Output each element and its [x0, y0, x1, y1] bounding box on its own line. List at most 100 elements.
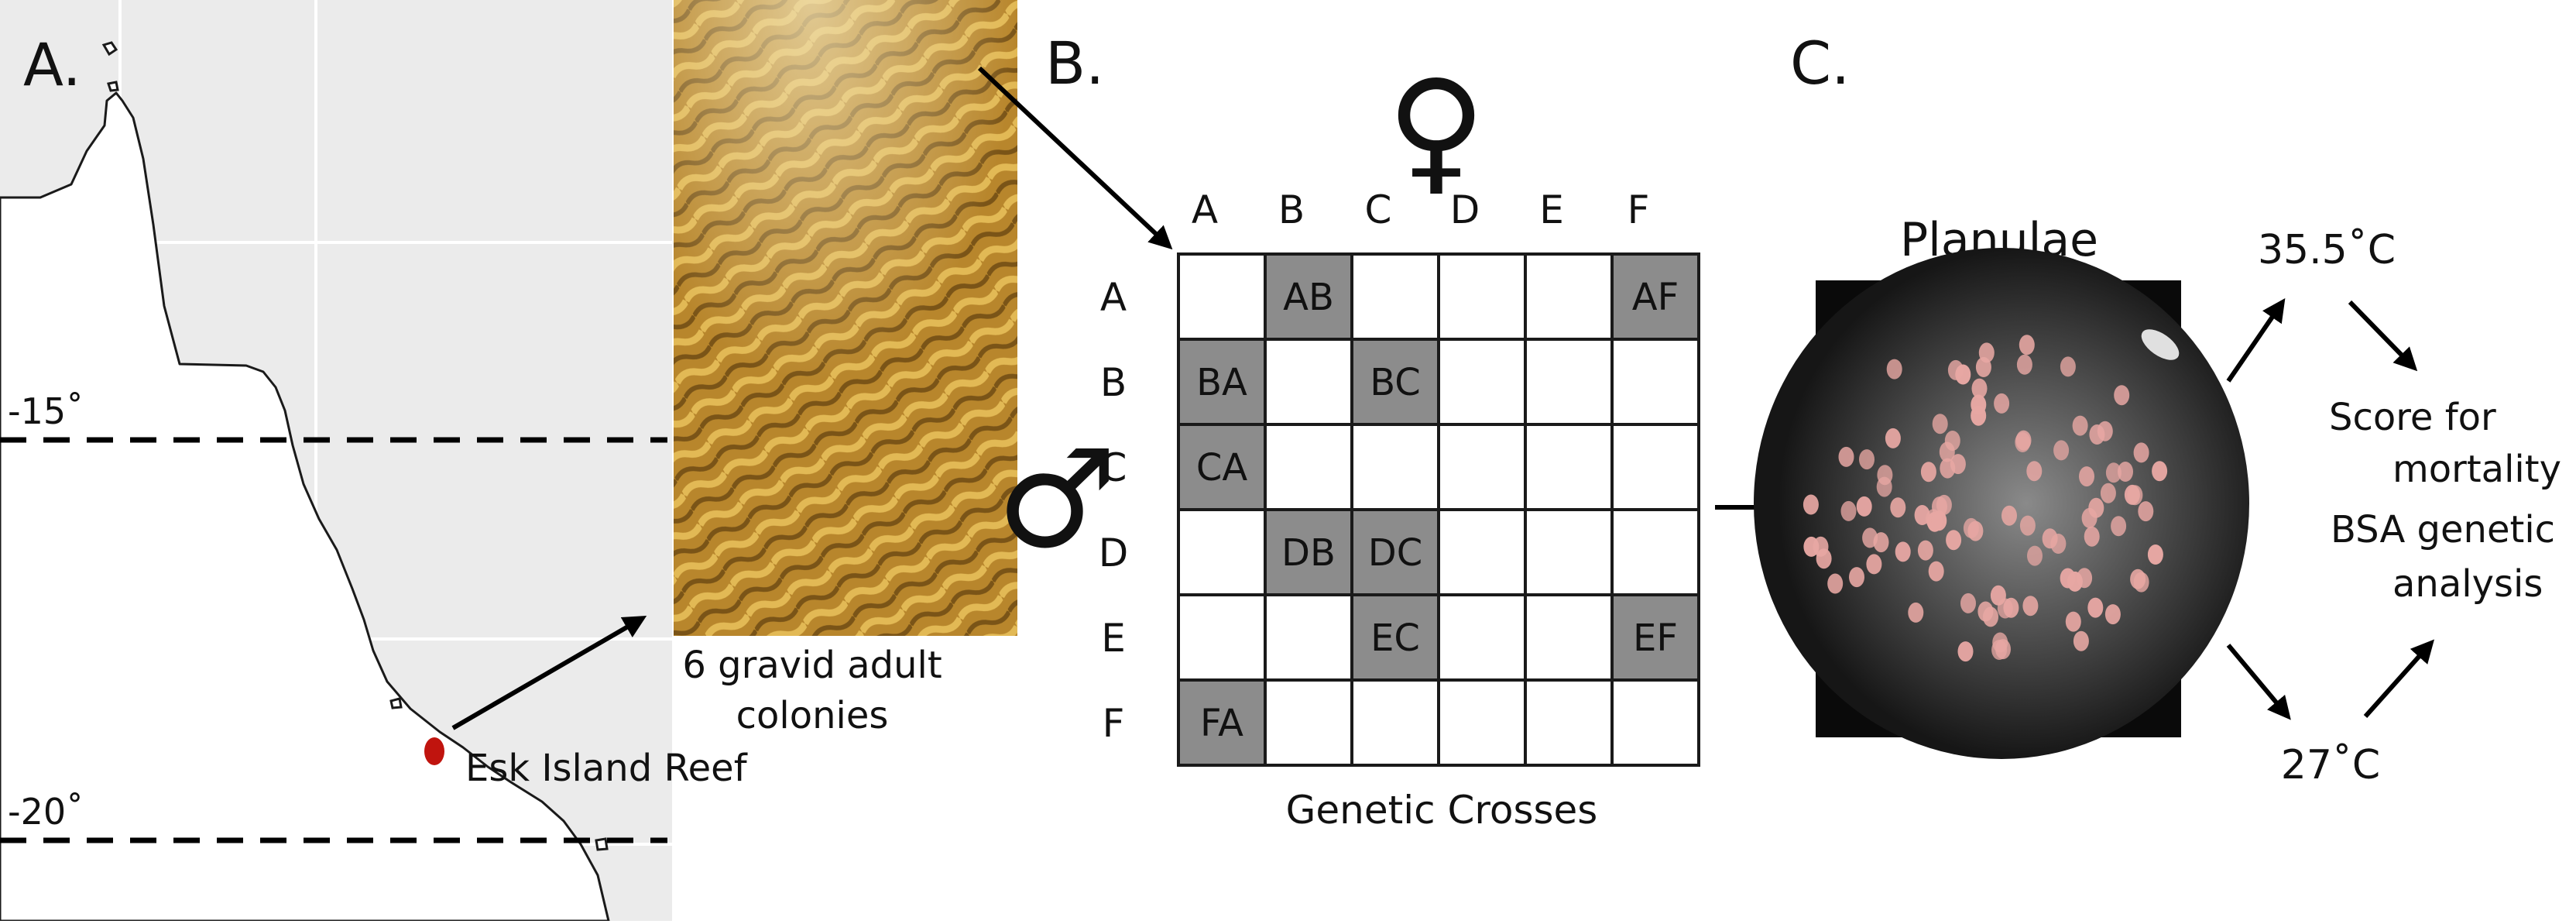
row-label: E: [1101, 616, 1126, 661]
female-symbol: ♀: [1387, 52, 1486, 209]
planula-larva: [1840, 500, 1857, 521]
arrow-low-to-score: [2363, 639, 2435, 719]
cross-cell-empty: [1610, 508, 1700, 596]
planula-larva: [2072, 415, 2088, 436]
planula-larva: [2097, 421, 2113, 441]
score-line-2: mortality: [2392, 448, 2561, 491]
arrow-planulae-to-low: [2226, 644, 2291, 720]
planula-larva: [1932, 414, 1948, 435]
cross-cell-empty: [1524, 423, 1614, 511]
cross-cell-filled: [1177, 423, 1267, 511]
planula-larva: [2053, 440, 2070, 461]
planula-larva: [1838, 446, 1854, 467]
column-label: F: [1628, 187, 1650, 232]
cross-cell-empty: [1437, 508, 1527, 596]
planula-larva: [1944, 431, 1960, 451]
cross-cell-empty: [1264, 423, 1353, 511]
row-label: C: [1100, 445, 1127, 490]
arrow-reef-to-coral: [451, 615, 647, 730]
planula-larva: [1886, 359, 1902, 380]
planula-larva: [2077, 568, 2093, 589]
planula-larva: [1890, 497, 1906, 518]
cross-cell-empty: [1610, 678, 1700, 767]
planula-larva: [2105, 462, 2122, 483]
planula-larva: [1917, 540, 1933, 561]
esk-island-reef-marker: [424, 737, 444, 765]
planula-larva: [2026, 461, 2043, 482]
cross-cell-label: DB: [1281, 531, 1336, 575]
panel-a-label: A.: [23, 30, 81, 99]
latitude-20-label: -20˚: [8, 791, 84, 833]
cross-cell-empty: [1264, 338, 1353, 426]
planula-larva: [1803, 536, 1820, 557]
column-label: E: [1539, 187, 1564, 232]
cross-cell-empty: [1177, 252, 1267, 341]
planula-larva: [2027, 545, 2043, 566]
planula-larva: [2104, 604, 2121, 625]
coral-caption-line1: 6 gravid adult: [682, 644, 942, 687]
cross-cell-empty: [1350, 423, 1440, 511]
planula-larva: [2022, 596, 2039, 617]
planula-larva: [1977, 601, 1994, 622]
island-small: [107, 81, 119, 92]
temp-high-label: 35.5˚C: [2258, 227, 2396, 273]
planula-larva: [1946, 530, 1962, 551]
male-symbol: ♂: [996, 421, 1118, 579]
planula-larva: [2060, 356, 2076, 377]
genetic-crosses-caption: Genetic Crosses: [1286, 788, 1598, 833]
planula-larva: [2114, 385, 2130, 406]
planula-larva: [2138, 501, 2154, 522]
cross-cell-label: BA: [1196, 361, 1247, 404]
planula-larva: [1978, 342, 1995, 363]
cross-cell-empty: [1350, 678, 1440, 767]
planula-larva: [1994, 393, 2010, 414]
cross-cell-filled: [1177, 678, 1267, 767]
planula-larva: [1803, 494, 1819, 515]
column-label: D: [1450, 187, 1480, 232]
coral-photo: [674, 0, 1017, 636]
cross-cell-empty: [1177, 593, 1267, 682]
planula-larva: [1997, 598, 2013, 619]
planula-larva: [1971, 378, 1988, 399]
latitude-15-label: -15˚: [8, 390, 84, 432]
column-label: C: [1365, 187, 1392, 232]
cross-cell-empty: [1437, 593, 1527, 682]
planula-larva: [2127, 485, 2143, 506]
planula-larva: [1827, 573, 1844, 594]
planula-larva: [2015, 430, 2032, 451]
planula-larva: [2073, 630, 2089, 651]
map-panel: -15˚ -20˚ A. Esk Island Reef: [0, 0, 748, 921]
cross-cell-empty: [1437, 252, 1527, 341]
panel-b-label: B.: [1045, 29, 1104, 98]
planula-larva: [1816, 548, 1832, 569]
panel-c-label: C.: [1790, 29, 1850, 98]
score-line-4: analysis: [2392, 562, 2543, 606]
cross-cell-empty: [1437, 423, 1527, 511]
cross-cell-label: AB: [1283, 276, 1334, 319]
planula-larva: [1920, 462, 1936, 483]
cross-cell-empty: [1524, 338, 1614, 426]
cross-cell-empty: [1524, 508, 1614, 596]
planula-larva: [2088, 497, 2104, 518]
planula-larva: [1895, 541, 1911, 562]
cross-cell-label: EF: [1633, 617, 1678, 660]
cross-cell-empty: [1610, 423, 1700, 511]
row-label: D: [1099, 531, 1129, 575]
planula-larva: [1914, 505, 1930, 525]
planula-larva: [1885, 428, 1901, 448]
planula-larva: [1957, 641, 1974, 662]
cross-cell-empty: [1524, 252, 1614, 341]
island-reef: [389, 697, 403, 709]
planula-larva: [2019, 335, 2035, 356]
queensland-landmass: [0, 91, 610, 921]
planula-larva: [2050, 534, 2067, 554]
planula-larva: [1856, 496, 1872, 517]
island-north: [101, 41, 118, 57]
cross-cell-empty: [1177, 508, 1267, 596]
cross-cell-label: EC: [1370, 617, 1420, 660]
cross-cell-empty: [1610, 338, 1700, 426]
planula-larva: [1873, 532, 1889, 553]
cross-cell-empty: [1350, 252, 1440, 341]
cross-cell-empty: [1437, 338, 1527, 426]
planula-larva: [1866, 554, 1882, 575]
